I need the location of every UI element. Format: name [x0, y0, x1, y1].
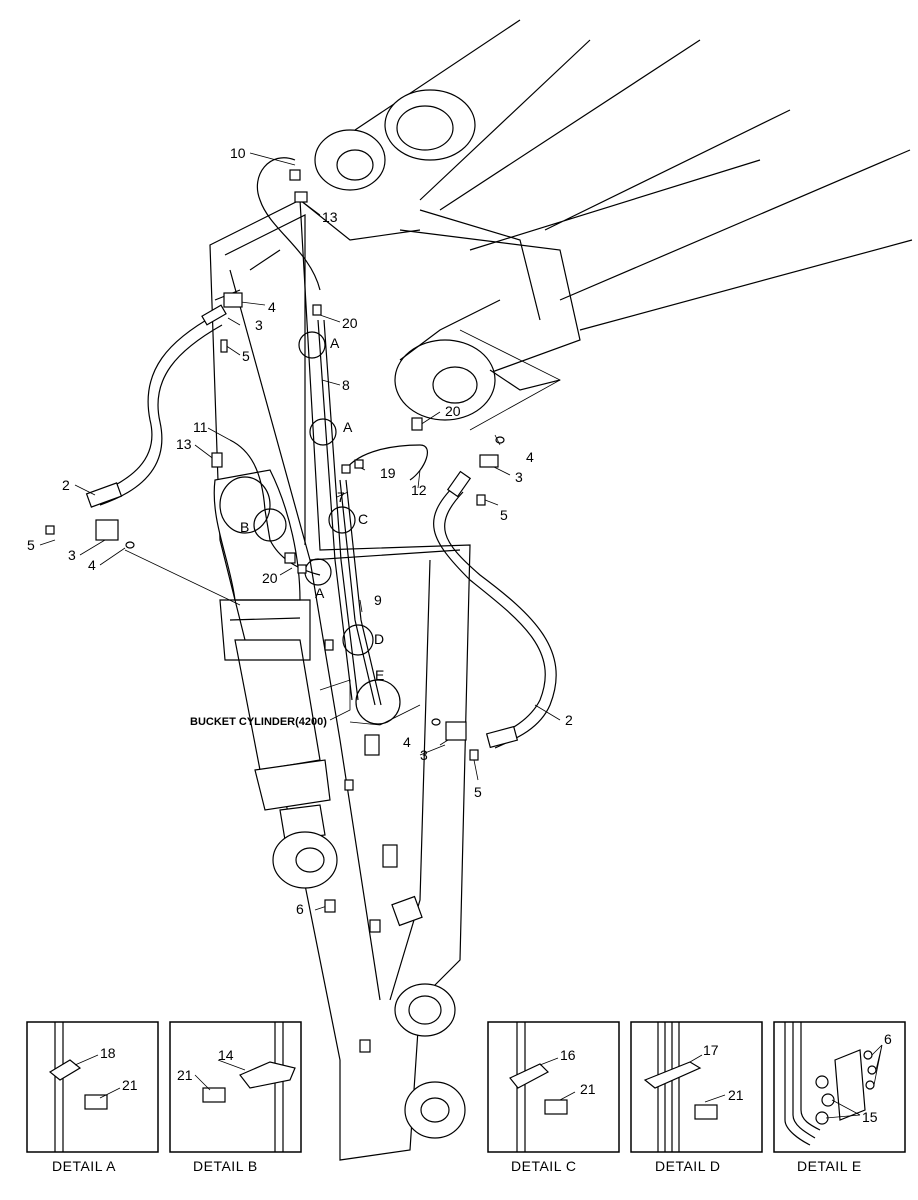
fittings	[45, 169, 505, 913]
detail-b-part-21: 21	[177, 1067, 193, 1083]
callout-3-right: 3	[515, 469, 523, 485]
callout-5-right: 5	[500, 507, 508, 523]
hoses	[85, 157, 557, 749]
detail-a-panel: 18 21 DETAIL A	[26, 1021, 159, 1174]
detail-b-caption: DETAIL B	[193, 1158, 258, 1174]
callout-4-right: 4	[526, 449, 534, 465]
callout-12: 12	[411, 482, 427, 498]
detail-e-caption: DETAIL E	[797, 1158, 862, 1174]
detail-marker-a-2: A	[343, 419, 353, 435]
callout-numbers: 10 13 4 3 5 20 8 11 13 2 5 3 4 20 7 9 19…	[27, 145, 573, 917]
detail-d-panel: 17 21 DETAIL D	[630, 1021, 763, 1174]
detail-b-panel: 14 21 DETAIL B	[169, 1021, 302, 1174]
detail-e-part-15: 15	[862, 1109, 878, 1125]
detail-e-part-6: 6	[884, 1031, 892, 1047]
detail-d-caption: DETAIL D	[655, 1158, 720, 1174]
callout-20-top: 20	[342, 315, 358, 331]
callout-13-top: 13	[322, 209, 338, 225]
detail-marker-e: E	[375, 667, 384, 683]
callout-2-right: 2	[565, 712, 573, 728]
callout-9: 9	[374, 592, 382, 608]
leader-lines	[39, 152, 561, 911]
detail-marker-a-3: A	[315, 585, 325, 601]
detail-a-part-21: 21	[122, 1077, 138, 1093]
callout-3-left: 3	[68, 547, 76, 563]
bucket-cylinder-label: BUCKET CYLINDER(4200)	[190, 716, 327, 728]
callout-7: 7	[337, 489, 345, 505]
callout-3-top-left: 3	[255, 317, 263, 333]
detail-d-part-17: 17	[703, 1042, 719, 1058]
callout-10: 10	[230, 145, 246, 161]
arm-structure	[209, 199, 471, 1161]
detail-c-part-21: 21	[580, 1081, 596, 1097]
callout-5-top-left: 5	[242, 348, 250, 364]
detail-a-caption: DETAIL A	[52, 1158, 116, 1174]
detail-c-panel: 16 21 DETAIL C	[487, 1021, 620, 1174]
boom-structure	[314, 19, 913, 421]
callout-20-left: 20	[262, 570, 278, 586]
detail-a-part-18: 18	[100, 1045, 116, 1061]
callout-2-left: 2	[62, 477, 70, 493]
callout-5-bottom: 5	[474, 784, 482, 800]
callout-19: 19	[380, 465, 396, 481]
callout-4-top: 4	[268, 299, 276, 315]
callout-20-right: 20	[445, 403, 461, 419]
detail-c-caption: DETAIL C	[511, 1158, 576, 1174]
callout-5-left: 5	[27, 537, 35, 553]
callout-4-bottom: 4	[403, 734, 411, 750]
detail-marker-d: D	[374, 631, 384, 647]
detail-marker-a-1: A	[330, 335, 340, 351]
detail-marker-c: C	[358, 511, 368, 527]
detail-e-panel: 6 15 DETAIL E	[773, 1021, 906, 1174]
detail-marker-b: B	[240, 519, 249, 535]
callout-6: 6	[296, 901, 304, 917]
callout-13-left: 13	[176, 436, 192, 452]
callout-11: 11	[193, 419, 208, 435]
bucket-cylinder	[213, 469, 338, 889]
detail-b-part-14: 14	[218, 1047, 234, 1063]
callout-4-left: 4	[88, 557, 96, 573]
detail-c-part-16: 16	[560, 1047, 576, 1063]
detail-d-part-21: 21	[728, 1087, 744, 1103]
callout-3-bottom: 3	[420, 747, 428, 763]
callout-8: 8	[342, 377, 350, 393]
detail-markers: A A B C A D E	[240, 335, 384, 683]
